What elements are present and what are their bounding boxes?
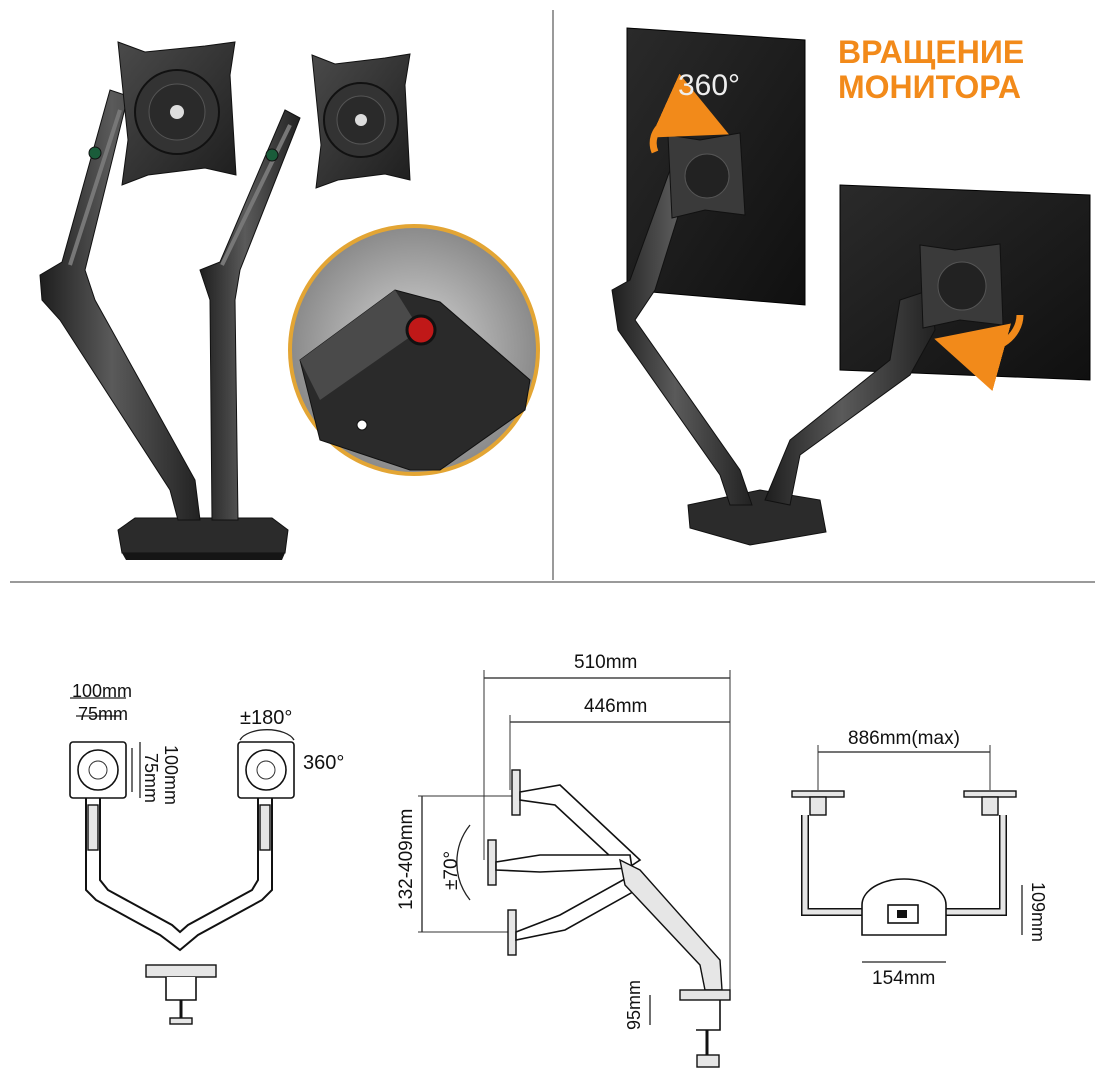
callout-line1: ВРАЩЕНИЕ bbox=[838, 34, 1024, 70]
clamp-thickness-label: 95mm bbox=[624, 980, 644, 1030]
vesa-height-inner: 75mm bbox=[141, 753, 161, 803]
base-width-label: 154mm bbox=[872, 968, 935, 989]
swivel-label: ±180° bbox=[240, 707, 292, 729]
base-height-label: 109mm bbox=[1028, 882, 1048, 942]
height-range-label: 132-409mm bbox=[396, 809, 417, 910]
photo-rotation: 360° ВРАЩЕНИЕ МОНИТОРА bbox=[611, 27, 1091, 546]
vesa-width-outer: 100mm bbox=[72, 681, 132, 701]
span-max-label: 886mm(max) bbox=[848, 728, 960, 749]
vesa-width-inner: 75mm bbox=[78, 704, 128, 724]
callout-line2: МОНИТОРА bbox=[838, 69, 1021, 105]
side-view-drawing: 510mm 446mm 132-409mm ±70° 95mm bbox=[396, 652, 731, 1068]
top-view-drawing: 886mm(max) 109mm 154mm bbox=[791, 728, 1048, 989]
tilt-label: ±70° bbox=[441, 851, 462, 890]
rotation-drawing-label: 360° bbox=[303, 752, 344, 774]
reach-max-label: 510mm bbox=[574, 652, 637, 673]
photo-dual-arm bbox=[39, 41, 540, 560]
front-view-drawing: 100mm 75mm 100mm 75mm ±180° 360° bbox=[69, 681, 344, 1025]
rotation-label: 360° bbox=[678, 69, 740, 102]
vesa-height-outer: 100mm bbox=[161, 745, 181, 805]
reach-arm-label: 446mm bbox=[584, 696, 647, 717]
